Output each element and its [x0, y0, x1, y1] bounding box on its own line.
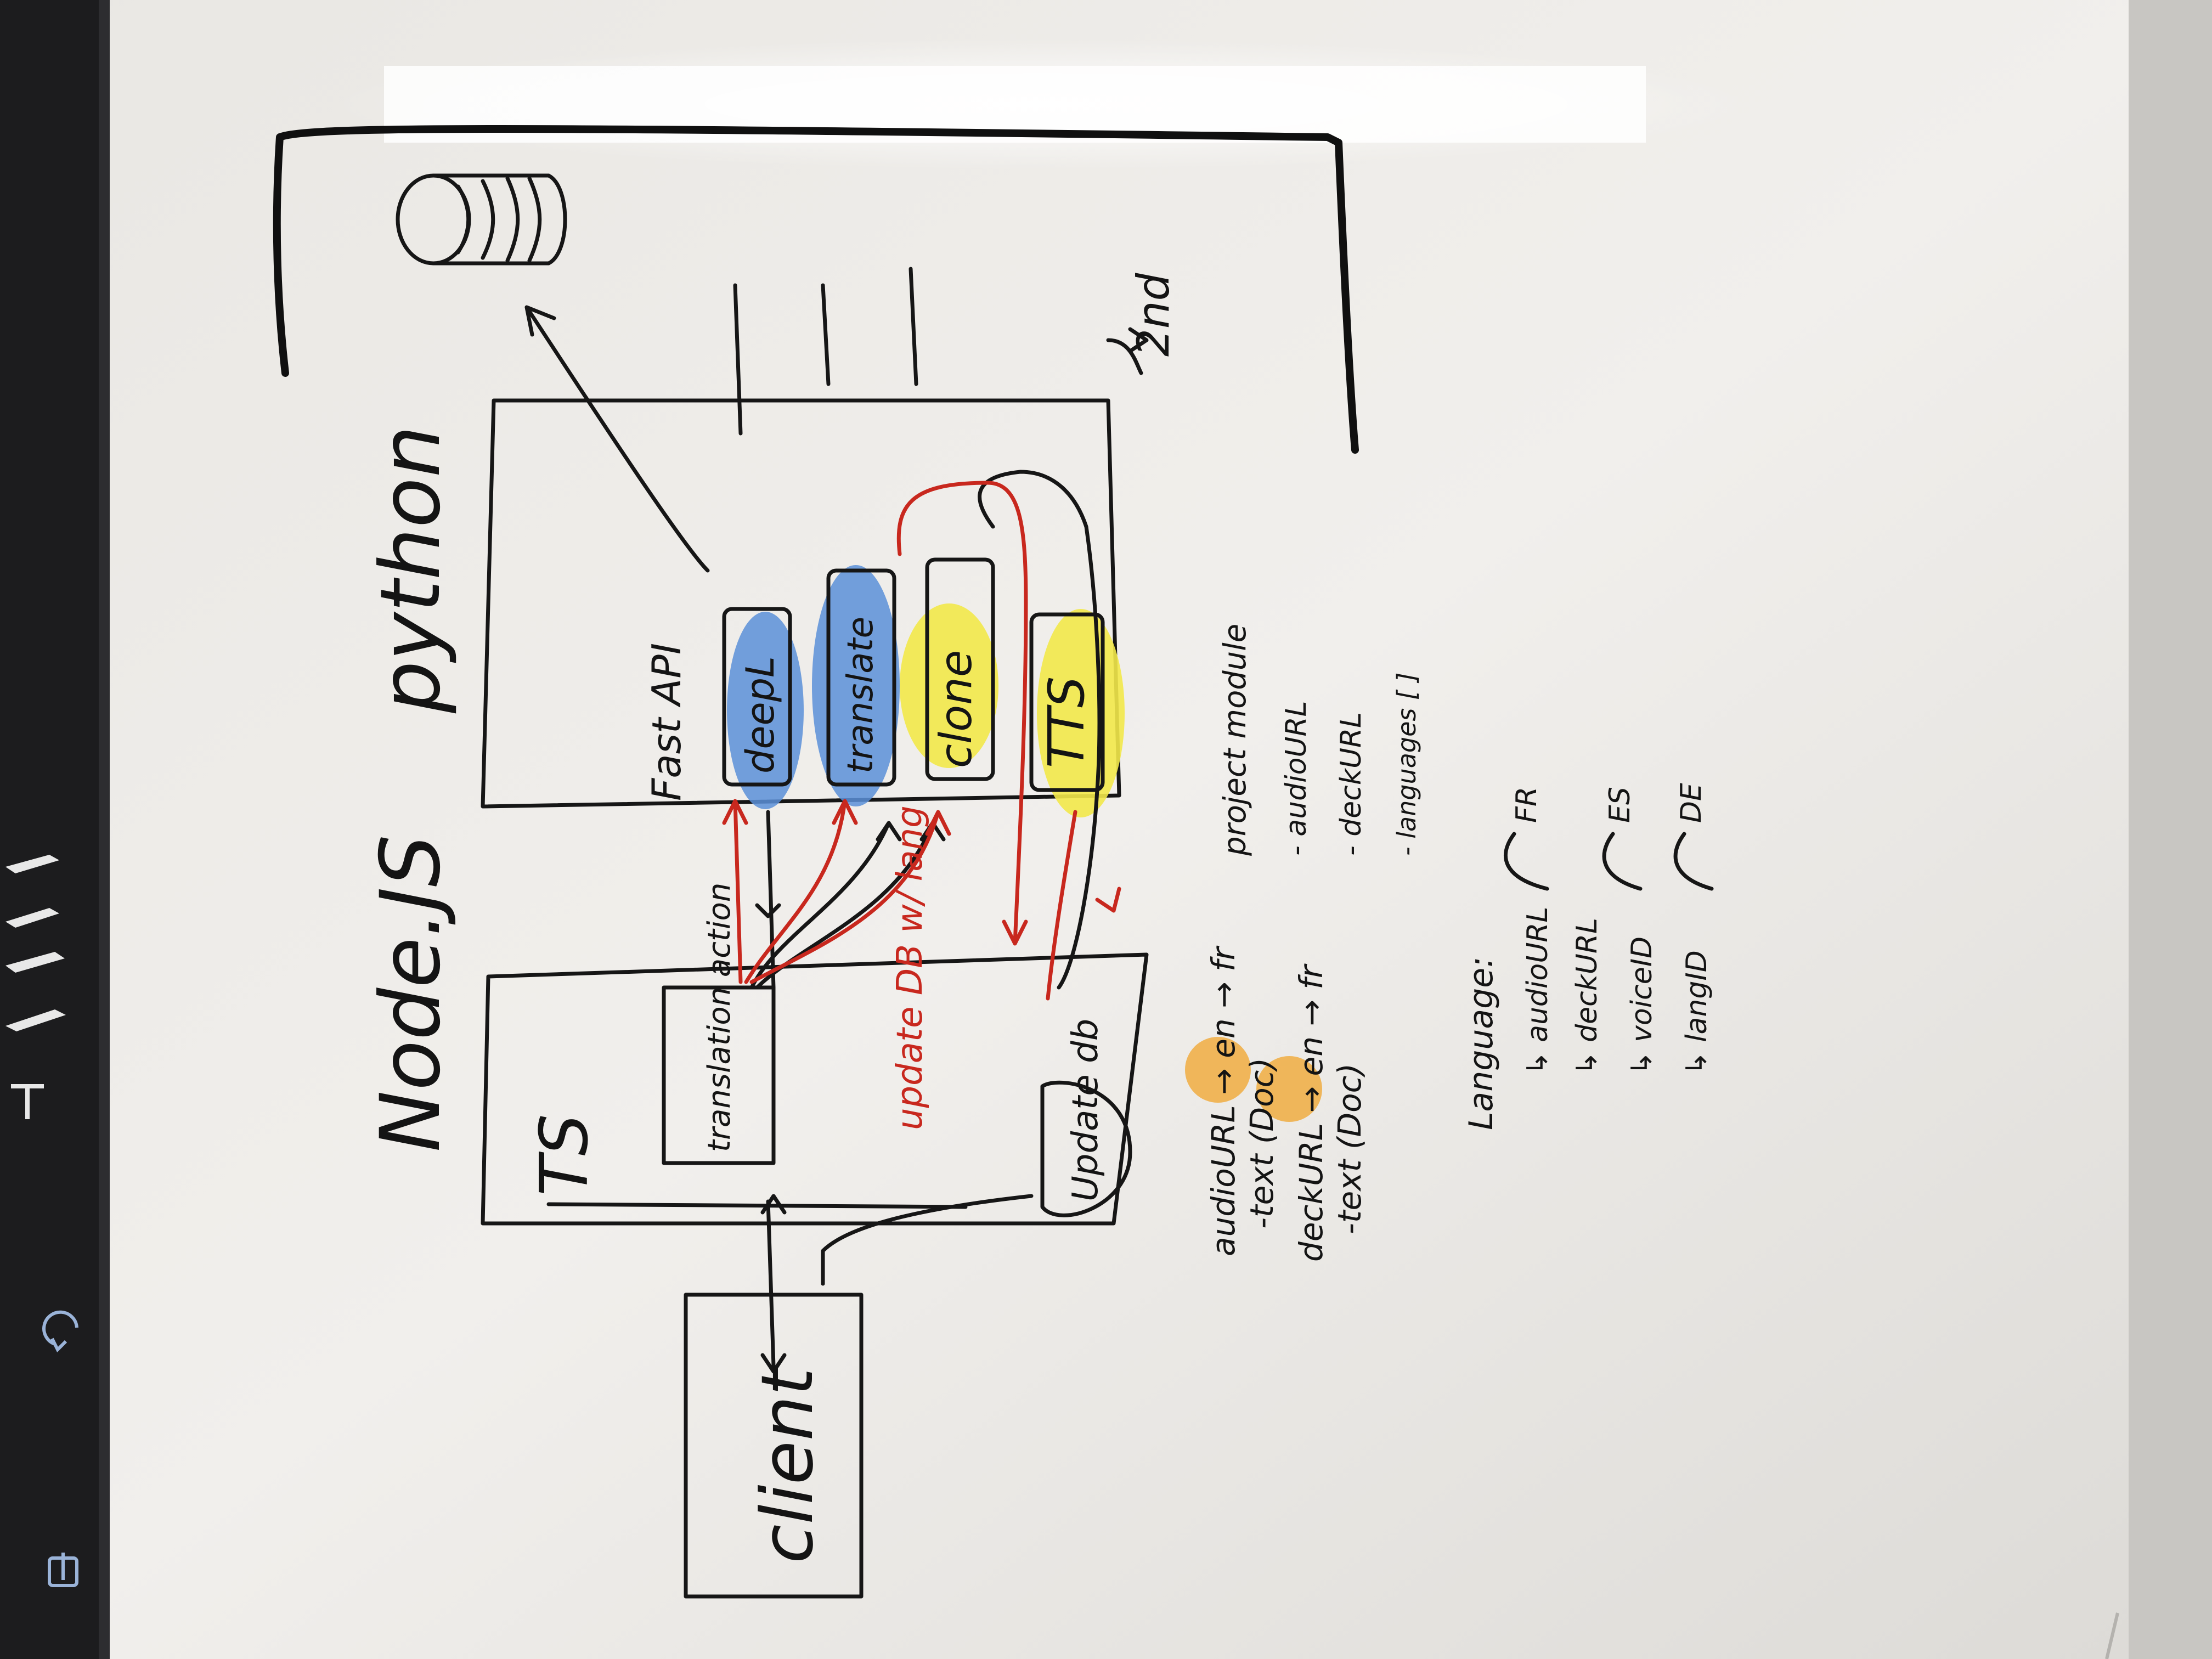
note-deck-line-1: deckURL → en → fr: [1293, 963, 1330, 1262]
label-update-db: Update db: [1065, 1019, 1106, 1201]
nodejs-divider: [549, 1204, 966, 1207]
note-language-line-3: ↳ voiceID: [1626, 936, 1658, 1075]
note-project-line-2: - audioURL: [1280, 701, 1313, 856]
label-deepl: deepL: [738, 656, 783, 774]
label-nodejs: Node.JS: [363, 834, 459, 1152]
tablet-bezel: [0, 0, 110, 1659]
note-audio-line-2: -text (Doc): [1243, 1058, 1280, 1229]
wall: [2129, 0, 2212, 1659]
label-second: 2nd: [1128, 272, 1179, 357]
note-project-line-3: - deckURL: [1335, 712, 1368, 856]
note-project-line-1: project module: [1217, 624, 1253, 856]
note-deck-line-2: -text (Doc): [1331, 1063, 1368, 1234]
note-project-line-4: - languages [ ]: [1392, 673, 1421, 856]
label-ts: TS: [527, 1114, 603, 1196]
note-language-line-1: ↳ audioURL: [1521, 907, 1554, 1075]
label-translation-action: translation action: [702, 883, 737, 1152]
label-fast-api: Fast API: [644, 643, 690, 801]
light-glare: [329, 38, 1756, 170]
note-audio-line-1: audioURL → en → fr: [1205, 945, 1242, 1256]
label-clone: clone: [930, 650, 981, 768]
label-translate: translate: [840, 617, 881, 774]
label-python: python: [363, 425, 459, 714]
label-client: client: [746, 1365, 829, 1564]
lang-code-fr: FR: [1510, 787, 1543, 823]
label-update-db-lang: update DB w/ lang: [890, 805, 930, 1130]
note-language-line-4: ↳ langID: [1680, 950, 1713, 1075]
lang-code-de: DE: [1675, 783, 1708, 823]
note-language-line-2: ↳ deckURL: [1571, 918, 1604, 1075]
note-language-title: Language:: [1462, 957, 1500, 1130]
lang-code-es: ES: [1604, 787, 1637, 823]
label-tts: TTS: [1038, 676, 1096, 768]
